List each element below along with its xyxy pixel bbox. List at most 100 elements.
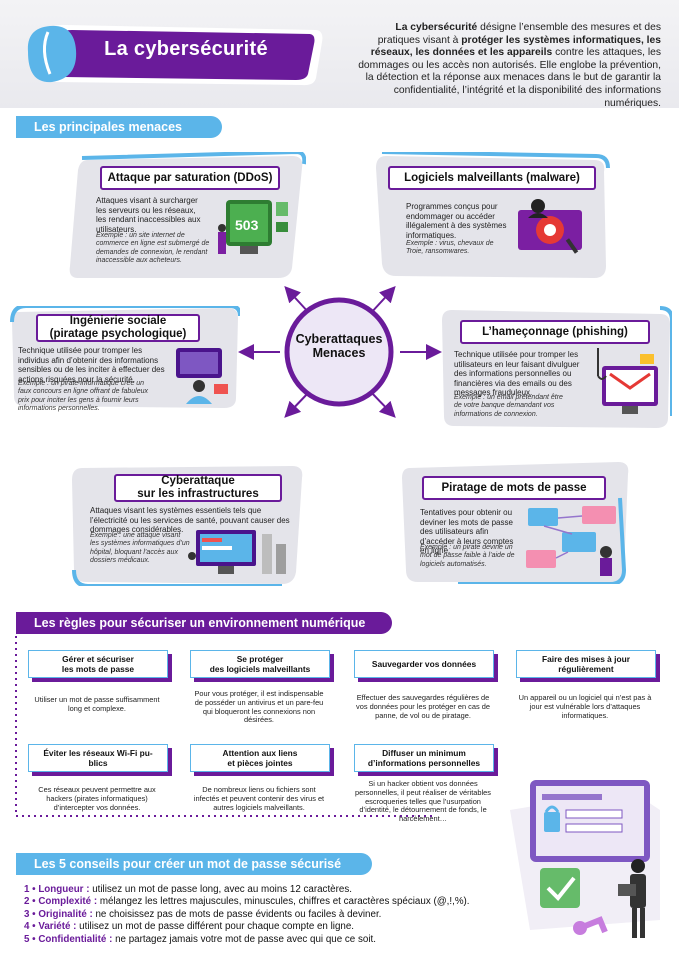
rule-body: Utiliser un mot de passe suffisamment lo… (34, 695, 160, 713)
threat-desc: Technique utilisée pour tromper les util… (454, 350, 580, 398)
rule-title: Sauvegarder vos données (354, 650, 494, 678)
tip-number: 4 • (24, 921, 39, 933)
server-overload-illustration: 503 (218, 200, 288, 254)
phishing-illustration (597, 348, 658, 414)
section-rules-heading: Les règles pour sécuriser un environneme… (16, 612, 392, 634)
malware-illustration (518, 199, 582, 254)
hub-label-line2: Menaces (312, 346, 366, 360)
threat-desc: Tentatives pour obtenir ou deviner les m… (420, 508, 514, 556)
threat-desc: Programmes conçus pour endommager ou acc… (406, 202, 507, 240)
rule-title-line2: des logiciels malveillants (209, 664, 311, 674)
tip-number: 3 • (24, 908, 39, 920)
tip-keyword: Originalité : (38, 908, 93, 920)
rule-title-line2: blics (88, 758, 108, 768)
intro-part1: désigne l’ensemble des mesures et des pr… (377, 22, 661, 46)
tip-number: 1 • (24, 884, 39, 895)
hub-circle: Cyberattaques Menaces (283, 296, 395, 408)
title-badge-shape (27, 24, 323, 86)
rule-title: Se protéger des logiciels malveillants (190, 650, 330, 678)
hub-circle-shape (284, 297, 394, 407)
threat-example: Exemple : un pirate devine un mot de pas… (420, 544, 515, 568)
threat-example: Exemple : un site internet de commerce e… (96, 232, 210, 265)
rule-title: Diffuser un minimum d’informations perso… (354, 744, 494, 772)
threat-title-line2: (piratage psychologique) (49, 328, 187, 340)
threat-title: Logiciels malveillants (malware) (388, 166, 596, 190)
threat-card-phishing: L’hameçonnage (phishing) Technique utili… (440, 306, 672, 430)
threat-card-infrastructure: Cyberattaque sur les infrastructures Att… (68, 462, 308, 586)
rule-body: Ces réseaux peuvent permettre aux hacker… (38, 785, 156, 812)
title-badge: La cybersécurité (26, 22, 326, 88)
rule-title-line2: et pièces jointes (227, 758, 293, 768)
threat-title: L’hameçonnage (phishing) (460, 320, 650, 344)
threat-desc: Attaques visant à surcharger les serveur… (96, 196, 201, 234)
threat-example: Exemple : virus, chevaux de Troie, ranso… (406, 240, 494, 256)
rule-title: Gérer et sécuriser les mots de passe (28, 650, 168, 678)
threat-card-malware: Logiciels malveillants (malware) Program… (372, 152, 612, 282)
infrastructure-illustration (188, 530, 286, 574)
tip-text: utilisez un mot de passe long, avec au m… (89, 884, 352, 895)
tip-keyword: Complexité : (38, 896, 98, 908)
section-threats-heading: Les principales menaces (16, 116, 222, 138)
threat-card-ddos: Attaque par saturation (DDoS) Attaques v… (66, 152, 306, 282)
tip-item: 5 • Confidentialité : ne partagez jamais… (24, 934, 544, 946)
tip-text: utilisez un mot de passe différent pour … (76, 921, 355, 933)
threat-desc: Technique utilisée pour tromper les indi… (18, 346, 165, 384)
arrow-password (369, 390, 396, 418)
rule-title-line1: Attention aux liens (222, 748, 298, 758)
tip-item: 3 • Originalité : ne choisissez pas de m… (24, 909, 544, 921)
intro-lead: La cybersécurité (395, 22, 478, 33)
tip-text: ne choisissez pas de mots de passe évide… (92, 908, 382, 920)
rule-title-line2: régulièrement (558, 664, 614, 674)
tip-item: 1 • Longueur : utilisez un mot de passe … (24, 884, 544, 896)
threat-title-line1: Cyberattaque (161, 475, 235, 487)
page-title: La cybersécurité (104, 38, 268, 60)
rule-title-line1: Éviter les réseaux Wi-Fi pu- (43, 748, 153, 758)
threat-example: Exemple : un pirate informatique crée un… (18, 380, 148, 413)
hub-label: Cyberattaques Menaces (283, 332, 395, 360)
rule-title-line2: les mots de passe (61, 664, 135, 674)
social-engineering-illustration (176, 348, 228, 404)
rule-body: Si un hacker obtient vos données personn… (355, 779, 491, 824)
section-tips-heading: Les 5 conseils pour créer un mot de pass… (16, 853, 372, 875)
password-cracking-illustration (526, 506, 616, 576)
intro-strong: protéger les systèmes informatiques, les… (370, 34, 661, 59)
threat-example: Exemple : un email prétendant être de vo… (454, 394, 563, 418)
rule-title-line1: Diffuser un minimum (382, 748, 466, 758)
threat-title: Ingénierie sociale (piratage psychologiq… (36, 314, 200, 342)
rule-body: Effectuer des sauvegardes régulières de … (356, 693, 490, 720)
threat-title-line1: Ingénierie sociale (69, 315, 167, 327)
rules-dotted-border (15, 636, 436, 817)
tip-number: 5 • (24, 933, 39, 945)
arrow-malware (369, 286, 396, 315)
tip-number: 2 • (24, 896, 39, 908)
rule-title-line1: Se protéger (236, 654, 284, 664)
threat-card-password: Piratage de mots de passe Tentatives pou… (398, 458, 632, 584)
threat-title: Piratage de mots de passe (422, 476, 606, 500)
tip-text: mélangez les lettres majuscules, minuscu… (97, 896, 470, 908)
tip-item: 2 • Complexité : mélangez les lettres ma… (24, 896, 544, 908)
threat-title-line2: sur les infrastructures (137, 488, 259, 500)
error-code: 503 (235, 217, 259, 233)
rule-title-line2: d’informations personnelles (367, 758, 481, 768)
tip-keyword: Variété : (38, 921, 77, 933)
rule-title: Attention aux liens et pièces jointes (190, 744, 330, 772)
threat-card-social-engineering: Ingénierie sociale (piratage psychologiq… (10, 306, 240, 412)
threat-desc: Attaques visant les systèmes essentiels … (90, 506, 290, 535)
rule-body: De nombreux liens ou fichiers sont infec… (193, 785, 325, 812)
tip-keyword: Longueur : (38, 884, 90, 895)
threat-example: Exemple : une attaque visant les système… (90, 532, 190, 565)
threat-title: Cyberattaque sur les infrastructures (114, 474, 282, 502)
rule-title-line1: Gérer et sécuriser (62, 654, 134, 664)
tip-item: 4 • Variété : utilisez un mot de passe d… (24, 921, 544, 933)
rule-body: Pour vous protéger, il est indispensable… (194, 689, 324, 725)
hub-label-line1: Cyberattaques (295, 332, 383, 346)
intro-paragraph: La cybersécurité désigne l’ensemble des … (355, 22, 661, 110)
rule-title-line1: Faire des mises à jour (542, 654, 630, 664)
tip-keyword: Confidentialité : (38, 933, 113, 945)
rule-body: Un appareil ou un logiciel qui n’est pas… (518, 693, 652, 720)
threat-title: Attaque par saturation (DDoS) (100, 166, 280, 190)
password-security-illustration (510, 780, 660, 938)
tip-text: ne partagez jamais votre mot de passe av… (112, 933, 376, 945)
intro-part2: contre les attaques, les dommages ou les… (358, 47, 661, 109)
rule-title: Éviter les réseaux Wi-Fi pu- blics (28, 744, 168, 772)
